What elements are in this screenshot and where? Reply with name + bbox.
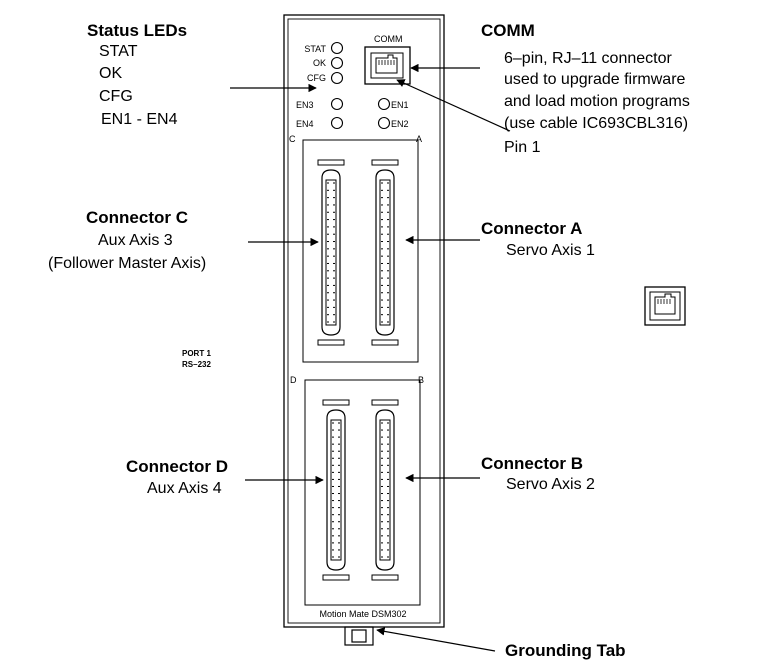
- en1-led-label: EN1: [391, 100, 409, 110]
- lower-connector-bay: [304, 379, 421, 606]
- en4-led-label: EN4: [296, 119, 314, 129]
- en3-led-icon: [330, 97, 344, 111]
- en2-led-label: EN2: [391, 119, 409, 129]
- connector-b-title: Connector B: [481, 454, 583, 473]
- bay-letter-d: D: [290, 375, 297, 385]
- connector-a-icon: [371, 159, 399, 346]
- status-led-stat: STAT: [99, 43, 138, 60]
- status-led-en: EN1 - EN4: [101, 111, 178, 128]
- bay-letter-b: B: [418, 375, 424, 385]
- connector-a-line1: Servo Axis 1: [506, 242, 595, 259]
- ok-led-icon: [330, 56, 344, 70]
- comm-port-icon[interactable]: [364, 46, 411, 85]
- grounding-tab-label: Grounding Tab: [505, 641, 626, 660]
- cfg-led-label: CFG: [307, 73, 326, 83]
- cfg-led-icon: [330, 71, 344, 85]
- en2-led-icon: [377, 116, 391, 130]
- pin1-arrow: [396, 79, 511, 132]
- port1-label: PORT 1: [182, 349, 211, 358]
- en4-led-icon: [330, 116, 344, 130]
- module-name-label: Motion Mate DSM302: [319, 609, 406, 619]
- en3-led-label: EN3: [296, 100, 314, 110]
- status-led-cfg: CFG: [99, 88, 133, 105]
- stat-led-icon: [330, 41, 344, 55]
- connector-d-title: Connector D: [126, 457, 228, 476]
- upper-connector-bay: [302, 139, 419, 363]
- connector-a-title: Connector A: [481, 219, 583, 238]
- connector-b-line1: Servo Axis 2: [506, 476, 595, 493]
- stat-led-label: STAT: [304, 44, 326, 54]
- comm-port-label: COMM: [374, 34, 403, 44]
- ok-led-label: OK: [313, 58, 326, 68]
- comm-desc-1: 6–pin, RJ–11 connector: [504, 50, 672, 67]
- connector-d-icon: [322, 399, 350, 581]
- connector-b-icon: [371, 399, 399, 581]
- bay-letter-c: C: [289, 134, 296, 144]
- grounding-arrow: [376, 627, 496, 652]
- bay-letter-a: A: [416, 134, 422, 144]
- comm-desc-2: used to upgrade firmware: [504, 71, 686, 88]
- connector-c-icon: [317, 159, 345, 346]
- comm-desc-3: and load motion programs: [504, 93, 690, 110]
- comm-desc-4: (use cable IC693CBL316): [504, 115, 689, 132]
- rs232-label: RS–232: [182, 360, 211, 369]
- rj11-port-icon: [644, 286, 686, 326]
- connector-c-title: Connector C: [86, 208, 188, 227]
- grounding-tab-icon: [344, 626, 374, 646]
- status-led-ok: OK: [99, 65, 123, 82]
- pin1-label: Pin 1: [504, 139, 541, 156]
- connector-c-line1: Aux Axis 3: [98, 232, 173, 249]
- comm-heading: COMM: [481, 21, 535, 40]
- connector-c-line2: (Follower Master Axis): [48, 255, 207, 272]
- en1-led-icon: [377, 97, 391, 111]
- connector-d-line1: Aux Axis 4: [147, 480, 222, 497]
- status-leds-heading: Status LEDs: [87, 21, 188, 40]
